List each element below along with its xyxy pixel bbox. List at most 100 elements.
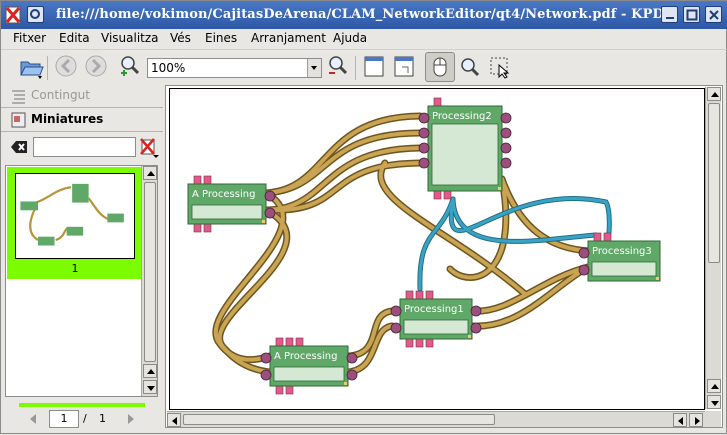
tab-thumbnails-label: Miniatures xyxy=(31,112,104,126)
scroll-up-button[interactable] xyxy=(143,166,157,180)
title-bar[interactable]: file:///home/vokimon/CajitasDeArena/CLAM… xyxy=(1,1,727,29)
close-button[interactable] xyxy=(705,6,722,23)
control-in-port xyxy=(203,175,212,185)
minimize-icon xyxy=(666,17,674,19)
zoom-in-button[interactable] xyxy=(117,53,143,79)
kpdf-app-icon[interactable] xyxy=(4,5,24,25)
zoom-combobox[interactable]: 100% xyxy=(147,58,322,78)
zoom-dropdown-button[interactable] xyxy=(307,59,321,77)
previous-page-icon[interactable] xyxy=(27,413,39,425)
control-in-port xyxy=(295,337,304,347)
processing-title: Processing3 xyxy=(592,246,652,257)
main-toolbar: 100% xyxy=(1,49,727,83)
menu-ves[interactable]: Vés xyxy=(170,31,191,45)
open-button[interactable] xyxy=(17,53,44,79)
next-page-icon[interactable] xyxy=(125,413,137,425)
processing-title: A Processing xyxy=(192,189,255,200)
processing-box: Processing1 xyxy=(390,290,482,348)
menu-eines[interactable]: Eines xyxy=(205,31,238,45)
processing-box: Processing2 xyxy=(418,97,512,200)
control-out-port xyxy=(203,223,212,233)
menu-edita[interactable]: Edita xyxy=(59,31,90,45)
menu-fitxer[interactable]: Fitxer xyxy=(13,31,47,45)
audio-out-port xyxy=(264,207,276,219)
control-out-port xyxy=(405,338,414,348)
control-out-port xyxy=(415,338,424,348)
scroll-left-button[interactable] xyxy=(673,413,687,427)
audio-out-port xyxy=(470,322,482,334)
tab-contents[interactable]: Contingut xyxy=(5,85,161,107)
processing-box: A Processing xyxy=(187,175,276,233)
window-menu-button[interactable] xyxy=(27,6,44,23)
document-scroll-thumb[interactable] xyxy=(708,103,720,263)
control-out-port xyxy=(425,338,434,348)
thumbnail-scroll-thumb[interactable] xyxy=(144,182,156,362)
maximize-icon xyxy=(686,9,698,21)
menu-ajuda[interactable]: Ajuda xyxy=(333,31,368,45)
scroll-up-button[interactable] xyxy=(707,379,721,393)
control-out-port xyxy=(433,190,442,200)
audio-in-port xyxy=(578,264,590,276)
control-in-port xyxy=(425,290,434,300)
menu-arranjament[interactable]: Arranjament xyxy=(251,31,326,45)
selection-icon xyxy=(490,57,510,79)
audio-in-port xyxy=(260,369,272,381)
audio-in-port xyxy=(418,142,430,154)
maximize-button[interactable] xyxy=(683,6,700,23)
clear-filter-icon[interactable] xyxy=(9,137,31,159)
filter-options-icon[interactable] xyxy=(139,137,161,159)
menu-visualitza[interactable]: Visualitza xyxy=(101,31,159,45)
select-tool-button[interactable] xyxy=(487,54,513,80)
arrow-down-icon xyxy=(147,386,155,391)
scroll-left-button[interactable] xyxy=(167,413,181,427)
audio-out-port xyxy=(346,369,358,381)
thumbnail-filter-input[interactable] xyxy=(33,137,136,157)
open-folder-icon xyxy=(20,61,44,79)
scroll-up-button[interactable] xyxy=(707,87,721,101)
document-vertical-scrollbar[interactable] xyxy=(705,87,721,409)
fit-width-button[interactable] xyxy=(361,53,387,79)
arrow-down-icon xyxy=(711,401,719,406)
browse-tool-button[interactable] xyxy=(425,52,455,82)
minimize-button[interactable] xyxy=(661,6,678,23)
processing-title: Processing1 xyxy=(404,304,464,315)
zoom-out-button[interactable] xyxy=(325,53,351,79)
zoom-tool-button[interactable] xyxy=(457,54,483,80)
forward-button[interactable] xyxy=(83,53,109,79)
processing-inner xyxy=(591,261,657,277)
arrow-up-icon xyxy=(147,171,155,176)
document-horizontal-scrollbar[interactable] xyxy=(167,411,705,427)
thumbnail-page-number: 1 xyxy=(71,262,79,275)
scroll-right-button[interactable] xyxy=(689,413,703,427)
audio-in-port xyxy=(390,305,402,317)
chevron-down-icon xyxy=(311,66,317,70)
audio-out-port xyxy=(470,305,482,317)
back-button[interactable] xyxy=(53,53,79,79)
page-navigator: 1 / 1 xyxy=(5,401,161,431)
fit-page-button[interactable] xyxy=(391,53,417,79)
processing-box: Processing3 xyxy=(578,232,661,282)
document-hscroll-thumb[interactable] xyxy=(183,414,495,425)
tab-divider xyxy=(1,131,163,132)
audio-out-port xyxy=(500,142,512,154)
mouse-icon xyxy=(433,57,447,77)
resize-handle xyxy=(468,335,471,338)
scroll-up-button[interactable] xyxy=(143,364,157,378)
close-icon xyxy=(709,10,719,20)
processing-inner xyxy=(273,366,345,382)
audio-in-port xyxy=(578,247,590,259)
resize-handle xyxy=(656,277,659,280)
scroll-down-button[interactable] xyxy=(143,380,157,394)
tab-thumbnails[interactable]: Miniatures xyxy=(5,109,161,131)
thumbnail-page-1[interactable]: 1 xyxy=(7,167,143,279)
page-fit-icon xyxy=(394,56,414,77)
scroll-down-button[interactable] xyxy=(707,395,721,409)
arrow-up-icon xyxy=(711,92,719,97)
control-in-port xyxy=(603,232,612,242)
thumbnail-scrollbar[interactable] xyxy=(141,166,157,396)
page-separator: / xyxy=(83,412,87,425)
audio-out-port xyxy=(500,127,512,139)
current-page-input[interactable]: 1 xyxy=(49,410,79,428)
window-title: file:///home/vokimon/CajitasDeArena/CLAM… xyxy=(55,7,674,22)
